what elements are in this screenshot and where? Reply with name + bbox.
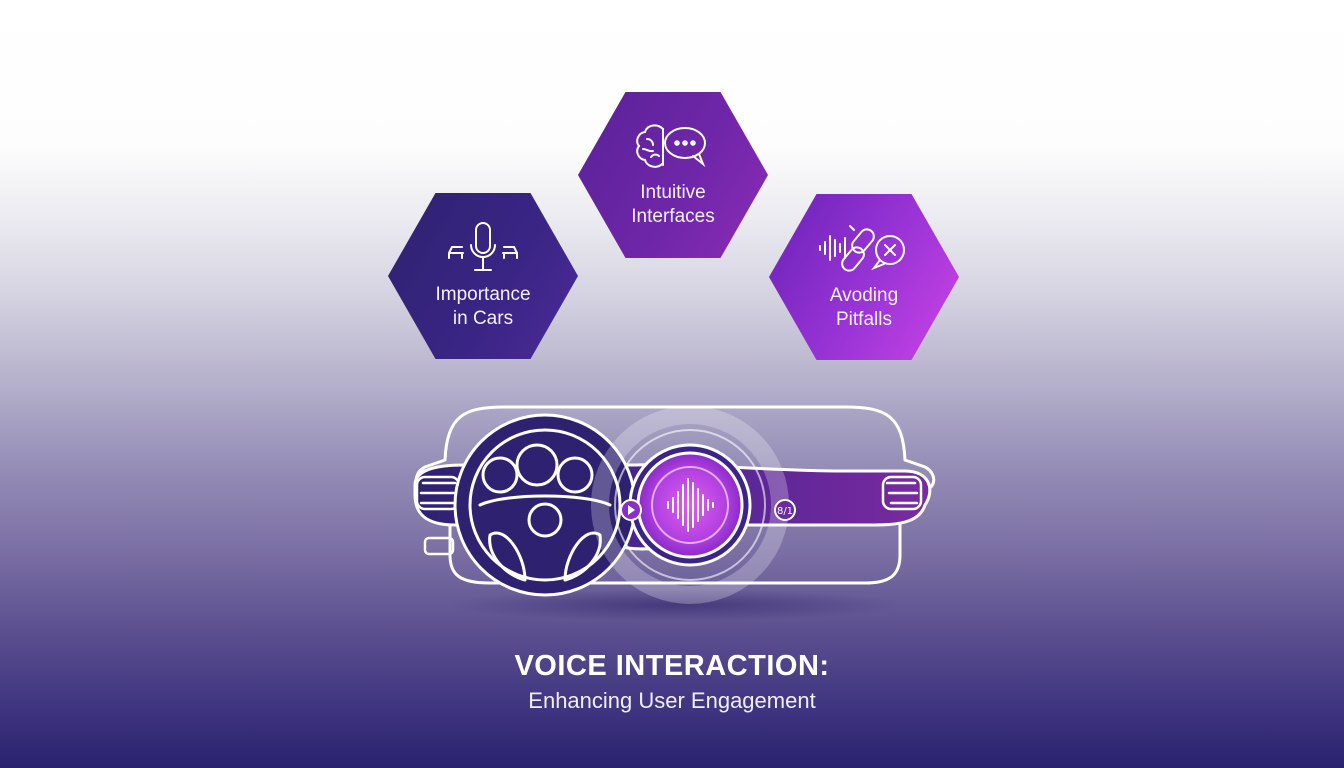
label-line-1: Intuitive — [640, 182, 706, 203]
right-vent — [885, 481, 919, 505]
microphone-with-cars-icon — [448, 222, 518, 271]
label-line-1: Importance — [435, 284, 531, 305]
hexagon-label: Importance in Cars — [435, 283, 530, 331]
label-line-2: in Cars — [452, 308, 514, 329]
hexagon-label: Intuitive Interfaces — [631, 181, 714, 229]
hexagon-importance-in-cars: Importance in Cars — [388, 193, 578, 359]
hexagon-label: Avoding Pitfalls — [830, 284, 898, 332]
page-title: VOICE INTERACTION: — [514, 650, 830, 682]
label-line-2: Pitfalls — [836, 309, 892, 330]
svg-text:8/1: 8/1 — [777, 506, 793, 517]
soundwave-icon — [667, 478, 714, 532]
broken-link-soundwave-x-icon — [819, 225, 905, 272]
car-dashboard-illustration: 8/1 — [413, 405, 936, 621]
glove-compartment — [423, 536, 455, 556]
settings-button: 8/1 — [774, 499, 796, 521]
voice-assistant-orb — [591, 406, 789, 604]
label-line-2: Interfaces — [631, 206, 715, 227]
label-line-1: Avoding — [829, 285, 899, 306]
play-button — [620, 499, 642, 521]
hexagon-intuitive-interfaces: Intuitive Interfaces — [578, 92, 768, 258]
page-subtitle: Enhancing User Engagement — [528, 688, 816, 713]
left-vent — [419, 481, 457, 505]
hexagon-avoiding-pitfalls: Avoding Pitfalls — [769, 194, 959, 360]
brain-chat-bubble-icon — [636, 124, 706, 168]
